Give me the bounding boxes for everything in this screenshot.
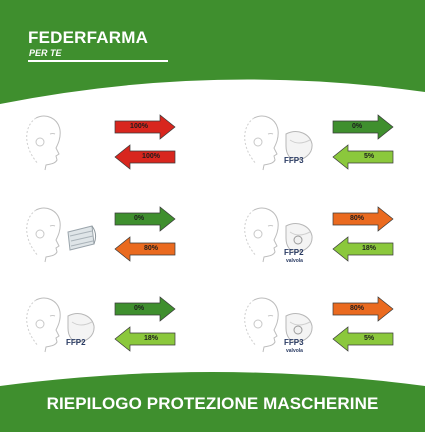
outgoing-percentage: 0% xyxy=(133,215,145,222)
incoming-percentage: 100% xyxy=(142,153,160,160)
incoming-percentage: 80% xyxy=(143,245,158,252)
incoming-percentage: 5% xyxy=(363,153,375,160)
mask-type-label: FFP3 xyxy=(284,338,304,347)
outgoing-arrow: 0% xyxy=(332,114,394,140)
mask-cell-2: FFP3 0% 5% xyxy=(232,108,425,183)
face-icon xyxy=(22,294,64,359)
mask-type-label: FFP3 xyxy=(284,156,304,165)
brand-title: FEDERFARMA xyxy=(28,28,149,47)
mask-cell-1: 100% 100% xyxy=(14,108,214,183)
surgical-mask-icon xyxy=(62,222,98,259)
brand-subtitle: PER TE xyxy=(29,48,62,58)
incoming-arrow: 100% xyxy=(114,144,176,170)
footer-title: RIEPILOGO PROTEZIONE MASCHERINE xyxy=(46,394,379,413)
face-icon xyxy=(240,112,282,177)
footer-banner xyxy=(0,370,425,432)
header-banner xyxy=(0,0,425,108)
mask-cell-3: 0% 80% xyxy=(14,200,214,275)
outgoing-arrow: 0% xyxy=(114,206,176,232)
face-icon xyxy=(240,204,282,269)
incoming-arrow: 5% xyxy=(332,326,394,352)
outgoing-arrow: 0% xyxy=(114,296,176,322)
outgoing-percentage: 0% xyxy=(133,305,145,312)
outgoing-arrow: 80% xyxy=(332,296,394,322)
respirator-mask-icon xyxy=(280,222,316,259)
respirator-mask-icon xyxy=(280,312,316,349)
mask-valve-label: valvola xyxy=(286,348,303,354)
respirator-mask-icon xyxy=(62,312,98,349)
respirator-mask-icon xyxy=(280,130,316,167)
incoming-arrow: 18% xyxy=(114,326,176,352)
face-icon xyxy=(22,204,64,269)
incoming-arrow: 18% xyxy=(332,236,394,262)
footer-background xyxy=(0,372,425,432)
outgoing-arrow: 100% xyxy=(114,114,176,140)
mask-type-label: FFP2 xyxy=(66,338,86,347)
incoming-percentage: 18% xyxy=(361,245,376,252)
outgoing-percentage: 80% xyxy=(349,305,364,312)
incoming-percentage: 5% xyxy=(363,335,375,342)
face-icon xyxy=(240,294,282,359)
brand-underline xyxy=(28,60,168,62)
incoming-arrow: 80% xyxy=(114,236,176,262)
outgoing-percentage: 100% xyxy=(130,123,148,130)
outgoing-percentage: 80% xyxy=(349,215,364,222)
incoming-arrow: 5% xyxy=(332,144,394,170)
outgoing-percentage: 0% xyxy=(351,123,363,130)
mask-cell-5: FFP2 0% 18% xyxy=(14,290,214,365)
face-icon xyxy=(22,112,64,177)
mask-type-label: FFP2 xyxy=(284,248,304,257)
mask-valve-label: valvola xyxy=(286,258,303,264)
outgoing-arrow: 80% xyxy=(332,206,394,232)
header-background xyxy=(0,0,425,104)
incoming-percentage: 18% xyxy=(143,335,158,342)
